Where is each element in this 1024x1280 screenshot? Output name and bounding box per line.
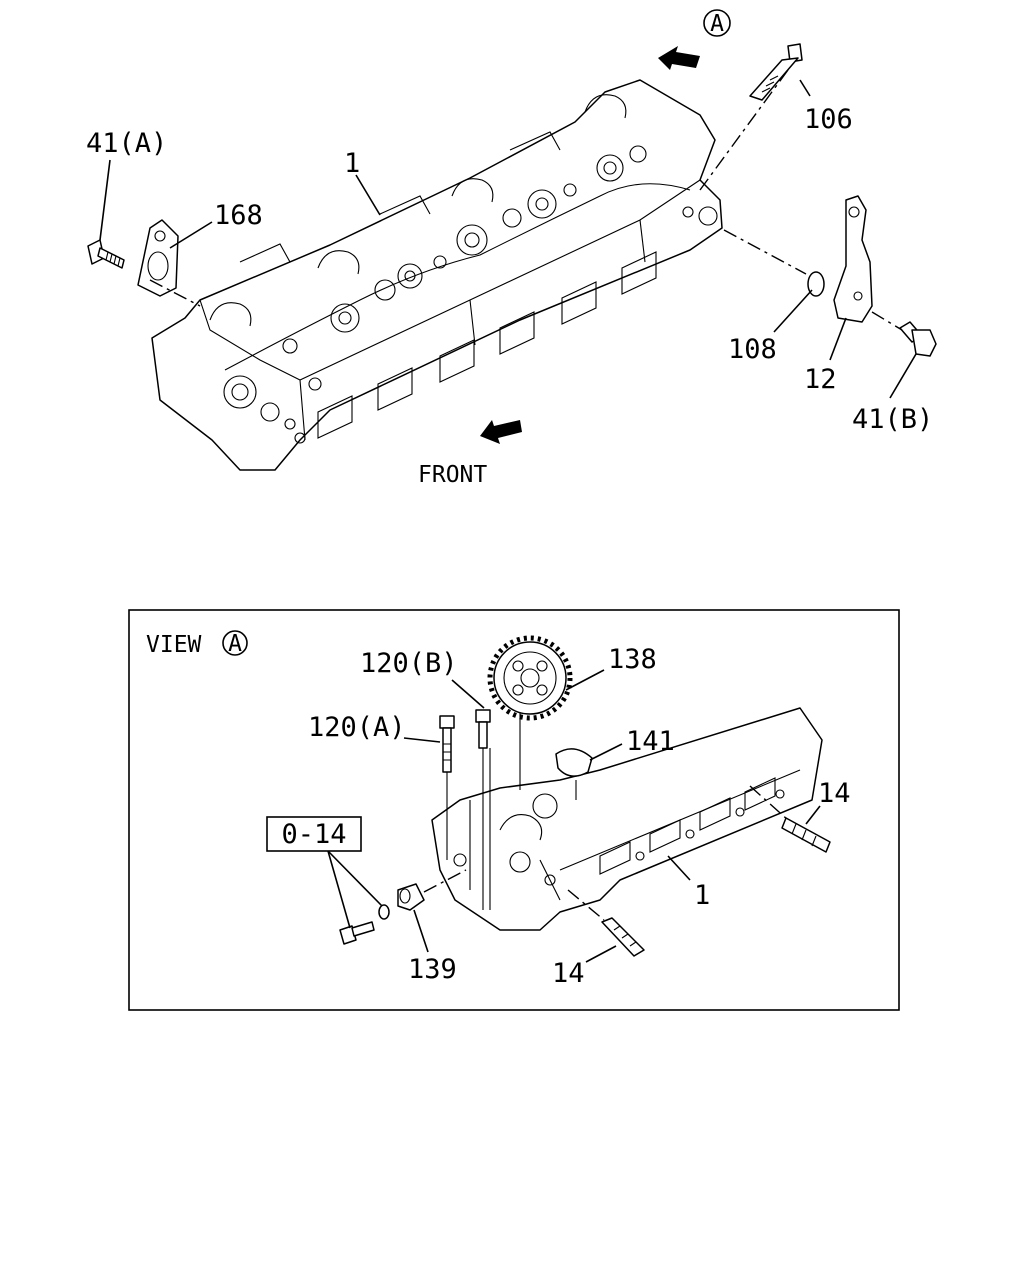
callout-41a: 41(A) [86,128,167,159]
callout-120b: 120(B) [360,648,458,679]
callout-41b: 41(B) [852,404,933,435]
centerline-41b [871,311,903,331]
callout-168: 168 [214,200,263,231]
bolt-120a [439,715,455,773]
front-label: FRONT [418,462,487,488]
bracket-12 [833,195,873,323]
leader-120b [451,679,485,709]
bolt-41b [899,321,937,357]
leader-141 [589,743,623,761]
callout-1-view: 1 [694,880,710,911]
callout-139: 139 [408,954,457,985]
leader-0-14-bolt [327,850,351,929]
centerline-139 [423,869,467,893]
leader-138 [565,669,605,691]
washer-0-14 [378,904,390,920]
leader-1-top [355,174,381,216]
key-141 [555,748,593,777]
centerline-168 [149,279,201,307]
arrow-view-a [658,46,700,70]
leader-120a [403,737,441,743]
bolt-120b [475,709,491,749]
cylinder-head-end-view [431,707,823,931]
view-title-circle-label: A [228,631,242,657]
bracket-168 [137,219,179,297]
view-a-frame [128,609,900,1011]
leader-106 [799,79,811,97]
port-windows [317,251,657,439]
callout-14-right: 14 [818,778,851,809]
callout-106: 106 [804,104,853,135]
callout-108: 108 [728,334,777,365]
leader-139 [413,909,429,953]
leader-108 [773,289,813,333]
cam-saddles [209,94,627,327]
bolt-41a [87,239,125,269]
callout-138: 138 [608,644,657,675]
leader-41b [889,353,917,399]
callout-0-14: 0-14 [281,819,346,850]
view-marker-circle [703,9,731,37]
callout-14-bottom: 14 [552,958,585,989]
leader-14-right [805,805,821,825]
centerline-108 [723,229,807,275]
view-title-circle [222,630,248,656]
stud-14-right [781,817,831,853]
plug-139 [397,883,425,911]
callout-1-top: 1 [344,148,360,179]
view-marker-label: A [710,11,724,37]
callout-120a: 120(A) [308,712,406,743]
view-title: VIEW [146,632,202,658]
callout-141: 141 [626,726,675,757]
bolt-106 [749,43,803,101]
centerline-14-bottom [567,889,605,921]
centerline-14-right [749,785,789,821]
leader-1-view [667,855,691,881]
centerline-106 [699,69,789,191]
leader-12 [829,317,847,361]
cylinder-head-assembly [151,79,723,471]
callout-12: 12 [804,364,837,395]
leader-0-14-washer [327,850,383,907]
arrow-front [480,420,522,444]
leader-41a [99,159,111,241]
stud-14-bottom [601,917,645,957]
gear-138 [487,635,573,721]
leader-14-bottom [585,945,617,963]
leader-168 [169,221,213,249]
bolt-0-14 [339,921,375,945]
box-0-14 [266,816,362,852]
